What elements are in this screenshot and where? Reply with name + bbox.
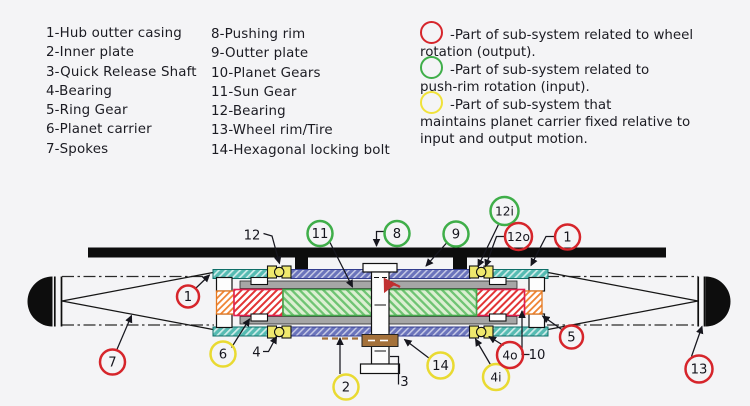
parts-list-item: 4-Bearing: [46, 83, 113, 99]
label-12i: 12i: [495, 204, 514, 218]
parts-list-item: 11-Sun Gear: [211, 84, 297, 100]
label-circle-8: [383, 219, 411, 248]
ring-gear-orange: [215, 290, 543, 315]
label-9: 9: [452, 228, 460, 243]
label-13: 13: [691, 363, 708, 378]
label-circle-1-left: [175, 284, 201, 309]
parts-list-item: 12-Bearing: [211, 104, 286, 120]
callout-labels: 12 11 8 9 12i 12o 1 1 7 6 4 2 3 14 4i 4o…: [98, 195, 714, 401]
parts-list-item: 8-Pushing rim: [211, 27, 306, 42]
label-circle-6: [209, 340, 237, 368]
push-rim-connector-left: [295, 253, 308, 272]
parts-list-item: 10-Planet Gears: [211, 65, 321, 81]
legend-text: input and output motion.: [420, 132, 588, 148]
bearing-top-right: [468, 265, 494, 279]
label-circle-5: [558, 324, 585, 350]
legend-text: -Part of sub-system related to wheel: [450, 28, 694, 43]
parts-list-left-column: 1-Hub outter casing 2-Inner plate 3-Quic…: [46, 24, 197, 159]
planet-carrier-red: [233, 288, 526, 317]
legend-text: maintains planet carrier fixed relative …: [420, 115, 691, 131]
label-4o: 4o: [502, 348, 517, 362]
parts-list-item: 6-Planet carrier: [46, 122, 152, 138]
label-circle-2: [332, 373, 360, 401]
label-2: 2: [342, 381, 350, 396]
label-circle-12o: [503, 221, 534, 252]
label-circle-7: [98, 348, 127, 376]
legend-item-carrier: -Part of sub-system that maintains plane…: [420, 91, 750, 149]
label-circle-4i: [481, 362, 511, 392]
label-1-top: 1: [563, 231, 571, 246]
bearing-bottom-right: [468, 325, 494, 339]
label-12o: 12o: [507, 230, 530, 244]
legend-text: push-rim rotation (input).: [420, 80, 590, 96]
push-rim-bar: [88, 247, 666, 272]
parts-list-item: 9-Outter plate: [211, 46, 309, 62]
legend-text: rotation (output).: [420, 45, 536, 61]
label-11: 11: [312, 227, 329, 242]
parts-list-item: 7-Spokes: [46, 141, 109, 157]
planet-gear-pins: [250, 276, 507, 322]
parts-list-item: 13-Wheel rim/Tire: [211, 123, 333, 139]
parts-list-item: 2-Inner plate: [46, 45, 135, 61]
label-12: 12: [244, 229, 261, 244]
label-1-left: 1: [184, 290, 192, 305]
legend-text: -Part of sub-system that: [450, 98, 612, 113]
label-6: 6: [219, 348, 227, 363]
legend-text: -Part of sub-system related to: [450, 63, 650, 78]
parts-list-item: 5-Ring Gear: [46, 103, 128, 119]
parts-list-right-column: 8-Pushing rim 9-Outter plate 10-Planet G…: [211, 25, 390, 160]
label-circle-13: [684, 354, 714, 384]
label-14: 14: [432, 359, 449, 374]
legend-item-output: -Part of sub-system related to wheel rot…: [420, 21, 750, 61]
label-7: 7: [108, 356, 116, 371]
tire-left: [27, 276, 63, 327]
bearing-bottom-left: [266, 325, 292, 339]
label-circle-9: [442, 220, 470, 248]
shaft-base-flange: [359, 363, 401, 375]
tire-right: [697, 276, 731, 327]
label-circle-14: [426, 351, 455, 380]
quick-release-shaft: [322, 262, 401, 375]
leader-lines: [115, 224, 704, 385]
rotation-arrow: [383, 277, 401, 294]
push-rim-connector-right: [453, 253, 467, 272]
red-circle-icon: [420, 21, 443, 44]
label-10: 10: [529, 348, 546, 363]
label-4i: 4i: [490, 370, 501, 384]
legend-item-input: -Part of sub-system related to push-rim …: [420, 56, 750, 96]
yellow-circle-icon: [420, 91, 443, 114]
label-circle-12i: [489, 195, 520, 227]
bearing-top-left: [266, 265, 292, 279]
label-3: 3: [400, 375, 408, 390]
label-circle-4o: [495, 340, 525, 370]
label-8: 8: [393, 227, 401, 242]
parts-list-item: 14-Hexagonal locking bolt: [211, 142, 390, 158]
parts-list-item: 3-Quick Release Shaft: [46, 64, 197, 80]
parts-list-item: 1-Hub outter casing: [46, 26, 182, 41]
green-circle-icon: [420, 56, 443, 79]
label-4: 4: [252, 346, 260, 361]
label-circle-1-top: [553, 223, 582, 251]
label-5: 5: [567, 331, 575, 346]
label-circle-11: [306, 219, 334, 248]
